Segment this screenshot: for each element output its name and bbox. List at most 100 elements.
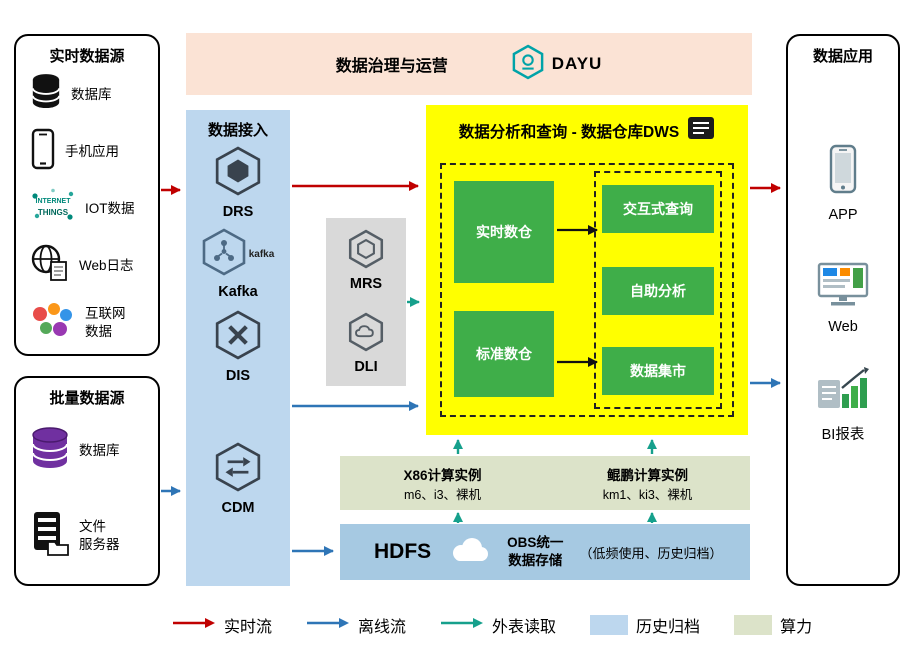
service-label: Kafka [218, 284, 258, 300]
teal-arrow-icon [440, 616, 484, 635]
service-mrs: MRS [348, 229, 384, 292]
dayu-logo: DAYU [512, 44, 603, 85]
applications-panel: 数据应用 APP Web BI报表 [786, 34, 900, 586]
database-icon [30, 72, 62, 117]
service-dli: DLI [348, 312, 384, 375]
storage-strip: HDFS OBS统一 数据存储 （低频使用、历史归档） [340, 524, 750, 580]
bi-report-icon [814, 366, 872, 417]
legend: 实时流 离线流 外表读取 历史归档 算力 [172, 613, 812, 637]
source-label: Web日志 [79, 257, 134, 273]
batch-sources-panel: 批量数据源 数据库 文件 服务器 [14, 376, 160, 586]
kafka-icon-row: kafka [202, 228, 274, 281]
realtime-source-mobile: 手机应用 [16, 123, 158, 180]
cdm-hexagon-icon [215, 442, 261, 497]
application-web: Web [788, 262, 898, 335]
source-label: 手机应用 [65, 143, 119, 159]
svg-text:THINGS: THINGS [38, 208, 69, 217]
source-label: 数据库 [79, 442, 120, 458]
service-label: DRS [222, 204, 254, 220]
legend-label: 实时流 [224, 619, 273, 636]
dayu-label: DAYU [551, 54, 603, 73]
obs-note: （低频使用、历史归档） [579, 545, 723, 561]
realtime-source-internet: 互联网 数据 [16, 294, 158, 351]
dws-inner-boundary [440, 163, 734, 417]
archive-swatch [590, 615, 629, 635]
database-purple-icon [30, 426, 70, 475]
instance-subtitle: m6、i3、裸机 [403, 487, 482, 502]
legend-compute-power: 算力 [734, 613, 812, 637]
document-icon [687, 116, 715, 145]
kafka-hexagon-icon [202, 228, 246, 281]
svg-text:INTERNET: INTERNET [36, 198, 72, 205]
obs-line1: OBS统一 [507, 535, 564, 551]
drs-hexagon-icon [215, 146, 261, 201]
x86-instance: X86计算实例 m6、i3、裸机 [340, 456, 545, 510]
application-label: BI报表 [821, 427, 865, 443]
batch-source-database: 数据库 [16, 408, 158, 493]
obs-label: OBS统一 数据存储 [507, 534, 563, 569]
module-realtime-warehouse: 实时数仓 [454, 181, 554, 283]
module-interactive-query: 交互式查询 [602, 185, 714, 233]
compute-swatch [734, 615, 773, 635]
iot-icon: INTERNET THINGS [30, 187, 76, 230]
governance-title: 数据治理与运营 [335, 58, 448, 75]
obs-line2: 数据存储 [508, 553, 563, 568]
applications-title: 数据应用 [812, 48, 873, 65]
cloud-icon [447, 536, 491, 569]
legend-label: 算力 [780, 619, 813, 636]
governance-banner: 数据治理与运营 DAYU [186, 33, 752, 95]
service-dis: DIS [186, 310, 290, 384]
dws-title: 数据分析和查询 - 数据仓库DWS [458, 123, 680, 141]
compute-strip: X86计算实例 m6、i3、裸机 鲲鹏计算实例 km1、ki3、裸机 [340, 456, 750, 510]
service-label: MRS [349, 276, 383, 292]
realtime-source-database: 数据库 [16, 66, 158, 123]
batch-sources-title: 批量数据源 [49, 390, 125, 407]
dws-title-row: 数据分析和查询 - 数据仓库DWS [426, 116, 748, 145]
service-kafka: kafka Kafka [186, 228, 290, 300]
legend-label: 外表读取 [492, 619, 557, 636]
mrs-hexagon-icon [348, 229, 384, 274]
legend-offline-flow: 离线流 [306, 613, 406, 637]
kunpeng-instance: 鲲鹏计算实例 km1、ki3、裸机 [545, 456, 750, 510]
web-monitor-icon [814, 262, 872, 313]
source-label: 文件 服务器 [79, 518, 120, 552]
service-cdm: CDM [186, 442, 290, 516]
hdfs-label: HDFS [374, 540, 432, 563]
blue-arrow-icon [306, 616, 350, 635]
module-standard-warehouse: 标准数仓 [454, 311, 554, 397]
module-self-analysis: 自助分析 [602, 267, 714, 315]
realtime-source-weblog: Web日志 [16, 237, 158, 294]
phone-icon [30, 128, 56, 175]
service-drs: DRS [186, 146, 290, 220]
service-label: DLI [354, 359, 378, 375]
ingestion-title: 数据接入 [207, 122, 268, 139]
module-data-mart: 数据集市 [602, 347, 714, 395]
app-icon [827, 144, 859, 201]
service-label: DIS [225, 368, 251, 384]
legend-realtime-flow: 实时流 [172, 613, 272, 637]
dws-query-boundary [594, 171, 722, 409]
application-label: Web [828, 319, 858, 335]
instance-subtitle: km1、ki3、裸机 [602, 487, 693, 502]
realtime-sources-panel: 实时数据源 数据库 手机应用 INTERNET THINGS IOT数据 [14, 34, 160, 356]
dis-hexagon-icon [215, 310, 261, 365]
batch-source-fileserver: 文件 服务器 [16, 493, 158, 578]
legend-label: 历史归档 [636, 619, 701, 636]
web-log-icon [30, 243, 70, 288]
application-label: APP [828, 207, 858, 223]
legend-label: 离线流 [358, 619, 407, 636]
source-label: 互联网 数据 [85, 305, 126, 339]
instance-title: X86计算实例 [403, 467, 482, 483]
application-app: APP [788, 144, 898, 223]
dli-hexagon-icon [348, 312, 384, 357]
internet-data-icon [30, 300, 76, 345]
legend-external-read: 外表读取 [440, 613, 556, 637]
file-server-icon [30, 510, 70, 561]
processing-panel: MRS DLI [326, 218, 406, 386]
application-bi: BI报表 [788, 366, 898, 444]
source-label: IOT数据 [85, 200, 135, 216]
red-arrow-icon [172, 616, 216, 635]
dayu-hexagon-icon [512, 44, 544, 85]
source-label: 数据库 [71, 86, 112, 102]
